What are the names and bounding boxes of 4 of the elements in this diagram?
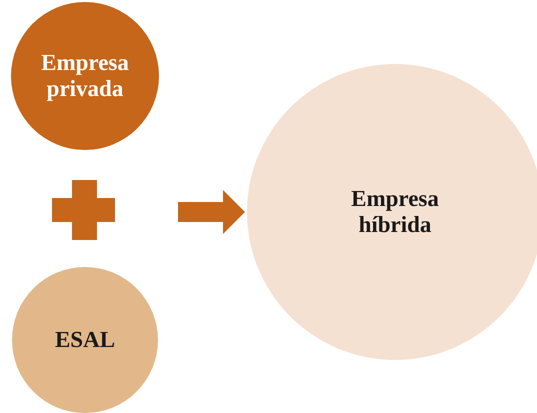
node-label: Empresa privada bbox=[40, 50, 130, 102]
node-label: ESAL bbox=[54, 326, 116, 354]
block-arrow bbox=[178, 190, 245, 234]
node-label: Empresa híbrida bbox=[350, 186, 440, 238]
